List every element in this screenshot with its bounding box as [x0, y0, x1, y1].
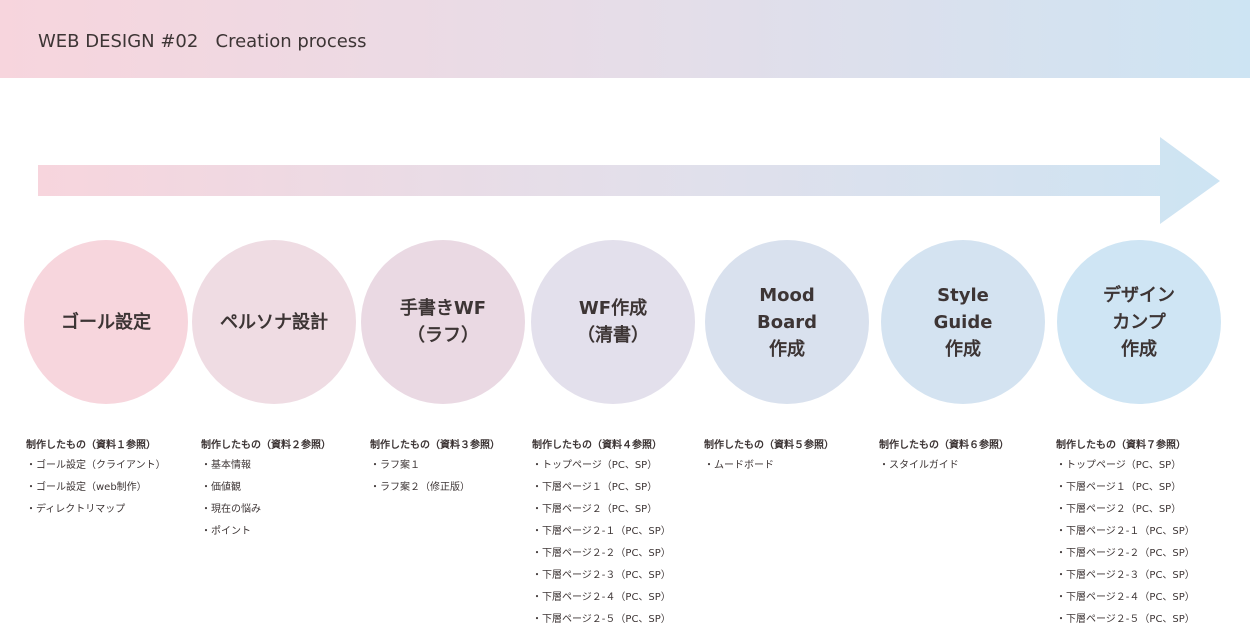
deliverable-item: ・トップページ（PC、SP）	[1056, 460, 1182, 471]
header-banner: WEB DESIGN #02 Creation process	[0, 0, 1250, 78]
step-label: デザイン	[1103, 284, 1175, 306]
step-circle: WF作成 （清書）	[531, 240, 695, 404]
deliverable-item: ・ラフ案１	[370, 460, 420, 471]
step-label: 作成	[1121, 338, 1157, 360]
deliverable-item: ・下層ページ２-３（PC、SP）	[532, 570, 671, 581]
deliverables-heading: 制作したもの（資料４参照）	[532, 440, 662, 451]
deliverable-item: ・ゴール設定（web制作）	[26, 482, 147, 493]
deliverables-list: 制作したもの（資料４参照） ・トップページ（PC、SP） ・下層ページ１（PC、SP…	[532, 436, 671, 635]
deliverable-item: ・下層ページ２-４（PC、SP）	[1056, 592, 1195, 603]
deliverable-item: ・ゴール設定（クライアント）	[26, 460, 166, 471]
deliverable-item: ・下層ページ２-４（PC、SP）	[532, 592, 671, 603]
step-label: カンプ	[1112, 311, 1166, 333]
step-label: 作成	[945, 338, 981, 360]
deliverables-heading: 制作したもの（資料１参照）	[26, 440, 156, 451]
deliverable-item: ・現在の悩み	[201, 504, 261, 515]
process-arrow-icon	[38, 137, 1220, 224]
deliverables-heading: 制作したもの（資料２参照）	[201, 440, 331, 451]
deliverable-item: ・ムードボード	[704, 460, 774, 471]
deliverables-heading: 制作したもの（資料５参照）	[704, 440, 834, 451]
deliverables-list: 制作したもの（資料６参照） ・スタイルガイド	[879, 436, 1009, 481]
step-label: （ラフ）	[407, 325, 479, 346]
step-label: 手書きWF	[399, 298, 487, 319]
deliverable-item: ・下層ページ１（PC、SP）	[532, 482, 658, 493]
deliverable-item: ・ディレクトリマップ	[26, 504, 126, 515]
step-label: WF作成	[578, 298, 648, 319]
step-circle: デザインカンプ作成	[1057, 240, 1221, 404]
deliverable-item: ・下層ページ２-３（PC、SP）	[1056, 570, 1195, 581]
deliverable-item: ・下層ページ２-２（PC、SP）	[532, 548, 671, 559]
deliverable-item: ・下層ページ２-２（PC、SP）	[1056, 548, 1195, 559]
deliverable-item: ・下層ページ２（PC、SP）	[1056, 504, 1182, 515]
deliverables-list: 制作したもの（資料２参照） ・基本情報・価値観・現在の悩み・ポイント	[201, 436, 331, 547]
step-label: Board	[757, 311, 817, 333]
step-circle: 手書きWF （ラフ）	[361, 240, 525, 404]
deliverable-item: ・基本情報	[201, 460, 251, 471]
step-label: 作成	[769, 338, 805, 360]
deliverables-list: 制作したもの（資料１参照） ・ゴール設定（クライアント） ・ゴール設定（web制作）…	[26, 436, 166, 525]
step-label: Guide	[933, 311, 993, 333]
deliverable-item: ・価値観	[201, 482, 241, 493]
deliverable-item: ・トップページ（PC、SP）	[532, 460, 658, 471]
deliverable-item: ・下層ページ２-５（PC、SP）	[1056, 614, 1195, 625]
step-label: Mood	[759, 284, 815, 306]
deliverables-heading: 制作したもの（資料７参照）	[1056, 440, 1186, 451]
deliverables-list: 制作したもの（資料７参照） ・トップページ（PC、SP） ・下層ページ１（PC、SP…	[1056, 436, 1195, 635]
step-label: Style	[937, 284, 989, 306]
deliverable-item: ・下層ページ２-５（PC、SP）	[532, 614, 671, 625]
deliverables-heading: 制作したもの（資料３参照）	[370, 440, 500, 451]
deliverable-item: ・スタイルガイド	[879, 460, 959, 471]
step-label: ペルソナ設計	[220, 311, 328, 333]
deliverable-item: ・ラフ案２（修正版）	[370, 482, 470, 493]
deliverable-item: ・下層ページ２-１（PC、SP）	[1056, 526, 1195, 537]
deliverables-heading: 制作したもの（資料６参照）	[879, 440, 1009, 451]
page-title: WEB DESIGN #02 Creation process	[38, 31, 367, 52]
deliverable-item: ・下層ページ２-１（PC、SP）	[532, 526, 671, 537]
step-label: ゴール設定	[61, 311, 151, 333]
deliverables-list: 制作したもの（資料３参照） ・ラフ案１ ・ラフ案２（修正版）	[370, 436, 500, 503]
deliverable-item: ・ポイント	[201, 526, 251, 537]
deliverable-item: ・下層ページ１（PC、SP）	[1056, 482, 1182, 493]
step-circle: ゴール設定	[24, 240, 188, 404]
step-label: （清書）	[577, 325, 649, 346]
deliverable-item: ・下層ページ２（PC、SP）	[532, 504, 658, 515]
step-circle: ペルソナ設計	[192, 240, 356, 404]
deliverables-list: 制作したもの（資料５参照） ・ムードボード	[704, 436, 834, 481]
